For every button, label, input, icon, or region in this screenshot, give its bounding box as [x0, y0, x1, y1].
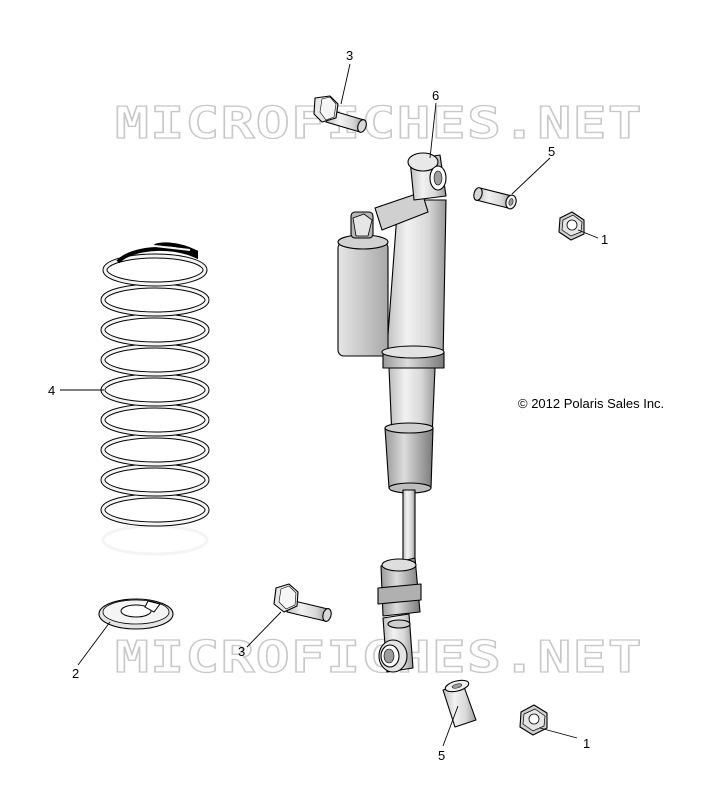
nut-top: [558, 211, 585, 241]
leader-shock: [429, 102, 437, 159]
spring-retainer: [98, 598, 174, 630]
bolt-bottom: [273, 583, 332, 622]
spacer-bottom: [442, 679, 477, 728]
leader-bolt-bottom: [246, 611, 282, 648]
nut-bottom: [519, 704, 548, 736]
callout-spring: 4: [48, 383, 55, 398]
bolt-top: [313, 95, 367, 133]
coil-spring: [100, 242, 210, 556]
callout-retainer: 2: [72, 666, 79, 681]
shock-absorber: [337, 152, 447, 673]
leader-nut-bottom: [539, 727, 578, 739]
callout-nut-top: 1: [601, 232, 608, 247]
callout-nut-bottom: 1: [583, 736, 590, 751]
leader-spacer-top: [511, 157, 551, 195]
leader-lines: [60, 63, 599, 747]
callout-spacer-top: 5: [548, 144, 555, 159]
watermark-top: MICROFICHES.NET: [115, 98, 643, 149]
spacer-top: [473, 187, 517, 210]
callout-bolt-top: 3: [346, 48, 353, 63]
watermark-bottom: MICROFICHES.NET: [115, 632, 643, 683]
copyright-notice: © 2012 Polaris Sales Inc.: [518, 396, 664, 411]
leader-bolt-top: [340, 63, 351, 105]
callout-shock: 6: [432, 88, 439, 103]
leader-retainer: [77, 621, 111, 666]
callout-bolt-bottom: 3: [238, 644, 245, 659]
leader-spacer-bottom: [442, 705, 459, 747]
callout-spacer-bottom: 5: [438, 748, 445, 763]
leader-nut-top: [577, 229, 599, 239]
